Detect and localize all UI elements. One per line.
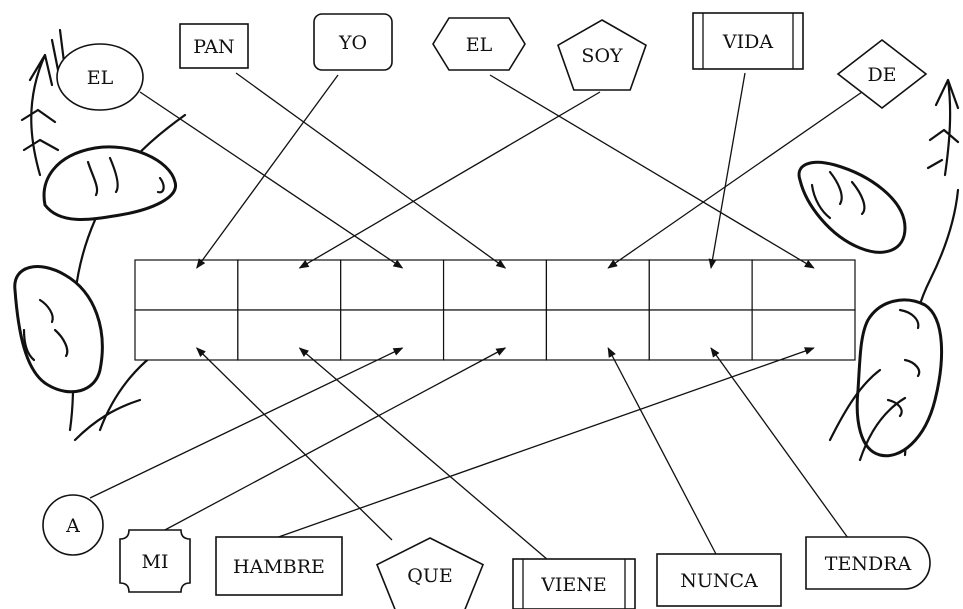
connector-yo-to-r1c1 bbox=[196, 74, 339, 269]
connector-vida-to-r1c6 bbox=[708, 72, 746, 269]
word-box-vida[interactable]: VIDA bbox=[692, 12, 804, 70]
word-label-el1: EL bbox=[87, 67, 114, 89]
word-box-a[interactable]: A bbox=[42, 494, 104, 556]
word-box-nunca[interactable]: NUNCA bbox=[656, 553, 782, 607]
word-box-el2[interactable]: EL bbox=[432, 17, 526, 71]
word-box-hambre[interactable]: HAMBRE bbox=[215, 536, 343, 596]
grid-cell-r2-c1[interactable] bbox=[134, 309, 239, 361]
word-box-yo[interactable]: YO bbox=[313, 13, 393, 71]
connector-viene-to-r2c2 bbox=[298, 347, 549, 561]
connector-el1-to-r1c3 bbox=[139, 91, 404, 269]
word-label-el2: EL bbox=[466, 34, 493, 56]
grid-cell-r1-c2[interactable] bbox=[237, 259, 342, 311]
grid-cell-r1-c4[interactable] bbox=[442, 259, 548, 311]
word-label-que: QUE bbox=[407, 565, 452, 587]
connector-tendra-to-r2c6 bbox=[710, 347, 849, 539]
connector-a-to-r2c3 bbox=[89, 347, 404, 499]
word-box-soy[interactable]: SOY bbox=[557, 19, 647, 91]
word-label-soy: SOY bbox=[581, 45, 623, 67]
answer-grid bbox=[134, 259, 856, 361]
word-label-mi: MI bbox=[142, 551, 169, 573]
grid-cell-r2-c5[interactable] bbox=[545, 309, 650, 361]
word-box-de[interactable]: DE bbox=[836, 38, 928, 110]
grid-cell-r1-c1[interactable] bbox=[134, 259, 239, 311]
connector-nunca-to-r2c5 bbox=[607, 347, 718, 557]
grid-cell-r2-c7[interactable] bbox=[751, 309, 856, 361]
connector-lines bbox=[89, 72, 863, 561]
word-label-hambre: HAMBRE bbox=[233, 556, 325, 578]
word-label-vida: VIDA bbox=[722, 31, 773, 53]
word-label-de: DE bbox=[867, 64, 896, 86]
word-label-viene: VIENE bbox=[540, 574, 607, 596]
word-label-tendra: TENDRA bbox=[825, 553, 912, 575]
grid-cell-r1-c6[interactable] bbox=[648, 259, 753, 311]
word-label-a: A bbox=[65, 515, 80, 537]
connector-hambre-to-r2c7 bbox=[269, 347, 815, 541]
connector-pan-to-r1c4 bbox=[235, 72, 507, 269]
word-box-mi[interactable]: MI bbox=[119, 529, 191, 593]
connector-mi-to-r2c4 bbox=[162, 347, 507, 532]
word-label-pan: PAN bbox=[193, 36, 234, 58]
bread-wheat-illustration-left bbox=[13, 28, 187, 442]
word-box-que[interactable]: QUE bbox=[375, 537, 485, 609]
connector-de-to-r1c5 bbox=[607, 91, 863, 269]
word-box-viene[interactable]: VIENE bbox=[512, 558, 636, 609]
grid-cell-r2-c2[interactable] bbox=[237, 309, 342, 361]
word-shapes: EL PAN YO EL SOY VIDA DE A MI HAMBRE QUE VIENE NUNCA… bbox=[42, 12, 931, 609]
grid-cell-r2-c6[interactable] bbox=[648, 309, 753, 361]
grid-cell-r1-c5[interactable] bbox=[545, 259, 650, 311]
word-box-el1[interactable]: EL bbox=[56, 43, 144, 111]
word-box-tendra[interactable]: TENDRA bbox=[805, 536, 931, 590]
connector-el2-to-r1c7 bbox=[489, 74, 815, 269]
word-label-yo: YO bbox=[338, 32, 367, 54]
grid-cell-r1-c3[interactable] bbox=[340, 259, 445, 311]
connector-soy-to-r1c2 bbox=[298, 91, 601, 269]
word-label-nunca: NUNCA bbox=[680, 570, 758, 592]
grid-cell-r1-c7[interactable] bbox=[751, 259, 856, 311]
bread-wheat-illustration-right bbox=[797, 78, 960, 462]
connector-que-to-r2c1 bbox=[196, 347, 393, 541]
word-box-pan[interactable]: PAN bbox=[179, 23, 249, 69]
grid-cell-r2-c4[interactable] bbox=[442, 309, 548, 361]
